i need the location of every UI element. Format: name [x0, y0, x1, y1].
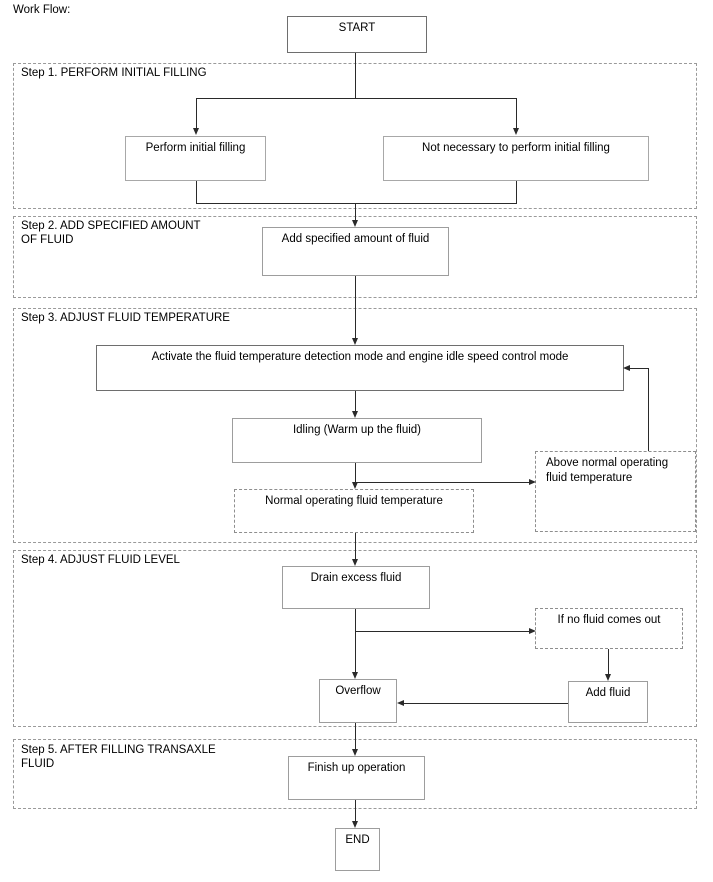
connector-merge-to-step2: [355, 203, 356, 220]
arrow-to-idling: [351, 411, 358, 418]
node-add-specified-amount[interactable]: Add specified amount of fluid: [262, 227, 449, 276]
connector-split-bar: [196, 98, 517, 99]
node-idling[interactable]: Idling (Warm up the fluid): [232, 418, 482, 463]
step-5-label: Step 5. AFTER FILLING TRANSAXLE FLUID: [21, 744, 216, 770]
node-end[interactable]: END: [335, 828, 380, 871]
node-activate-modes[interactable]: Activate the fluid temperature detection…: [96, 345, 624, 391]
node-drain-excess-fluid[interactable]: Drain excess fluid: [282, 566, 430, 609]
arrow-to-drain-excess-fluid: [351, 559, 358, 566]
arrow-to-above-normal-temp: [529, 478, 536, 485]
arrow-to-finish-up: [351, 749, 358, 756]
arrow-to-not-necessary: [512, 128, 519, 135]
step-3-label: Step 3. ADJUST FLUID TEMPERATURE: [21, 312, 230, 324]
arrow-to-normal-operating-temp: [351, 482, 358, 489]
node-start[interactable]: START: [287, 16, 427, 53]
node-not-necessary-initial-filling[interactable]: Not necessary to perform initial filling: [383, 136, 649, 181]
arrow-to-activate-modes: [351, 338, 358, 345]
step-4-label: Step 4. ADJUST FLUID LEVEL: [21, 554, 180, 566]
step-2-label: Step 2. ADD SPECIFIED AMOUNT OF FLUID: [21, 220, 201, 246]
connector-merge-right: [516, 180, 517, 203]
connector-idling-to-above-normal: [355, 482, 529, 483]
connector-start-to-split: [355, 52, 356, 98]
node-normal-operating-temp[interactable]: Normal operating fluid temperature: [234, 489, 474, 533]
connector-merge-bar: [196, 203, 517, 204]
connector-feedback-horizontal: [630, 368, 649, 369]
connector-add-fluid-to-overflow: [404, 703, 568, 704]
connector-idling-down: [355, 462, 356, 482]
arrow-to-if-no-fluid: [529, 627, 536, 634]
node-overflow[interactable]: Overflow: [319, 679, 397, 723]
connector-merge-left: [196, 180, 197, 203]
page-title: Work Flow:: [13, 4, 71, 16]
step-1-label: Step 1. PERFORM INITIAL FILLING: [21, 67, 207, 79]
connector-feedback-vertical: [648, 368, 649, 452]
connector-activate-to-idling: [355, 390, 356, 411]
connector-if-no-fluid-to-add-fluid: [608, 648, 609, 674]
arrow-feedback-to-activate: [623, 364, 630, 371]
connector-split-right: [516, 98, 517, 128]
connector-drain-to-if-no-fluid: [355, 631, 529, 632]
connector-overflow-to-finish: [355, 722, 356, 749]
connector-drain-down: [355, 608, 356, 672]
node-perform-initial-filling[interactable]: Perform initial filling: [125, 136, 266, 181]
connector-split-left: [196, 98, 197, 128]
connector-step2-to-step3: [355, 275, 356, 338]
arrow-to-perform-initial-filling: [192, 128, 199, 135]
connector-step3-to-step4: [355, 532, 356, 559]
node-above-normal-temp[interactable]: Above normal operating fluid temperature: [535, 451, 696, 532]
node-add-fluid[interactable]: Add fluid: [568, 681, 648, 723]
arrow-to-add-fluid: [604, 674, 611, 681]
arrow-add-fluid-to-overflow: [397, 699, 404, 706]
arrow-to-overflow: [351, 672, 358, 679]
arrow-to-add-specified-amount: [351, 220, 358, 227]
node-if-no-fluid-comes-out[interactable]: If no fluid comes out: [535, 608, 683, 649]
arrow-to-end: [351, 821, 358, 828]
connector-finish-to-end: [355, 799, 356, 821]
node-finish-up-operation[interactable]: Finish up operation: [288, 756, 425, 800]
